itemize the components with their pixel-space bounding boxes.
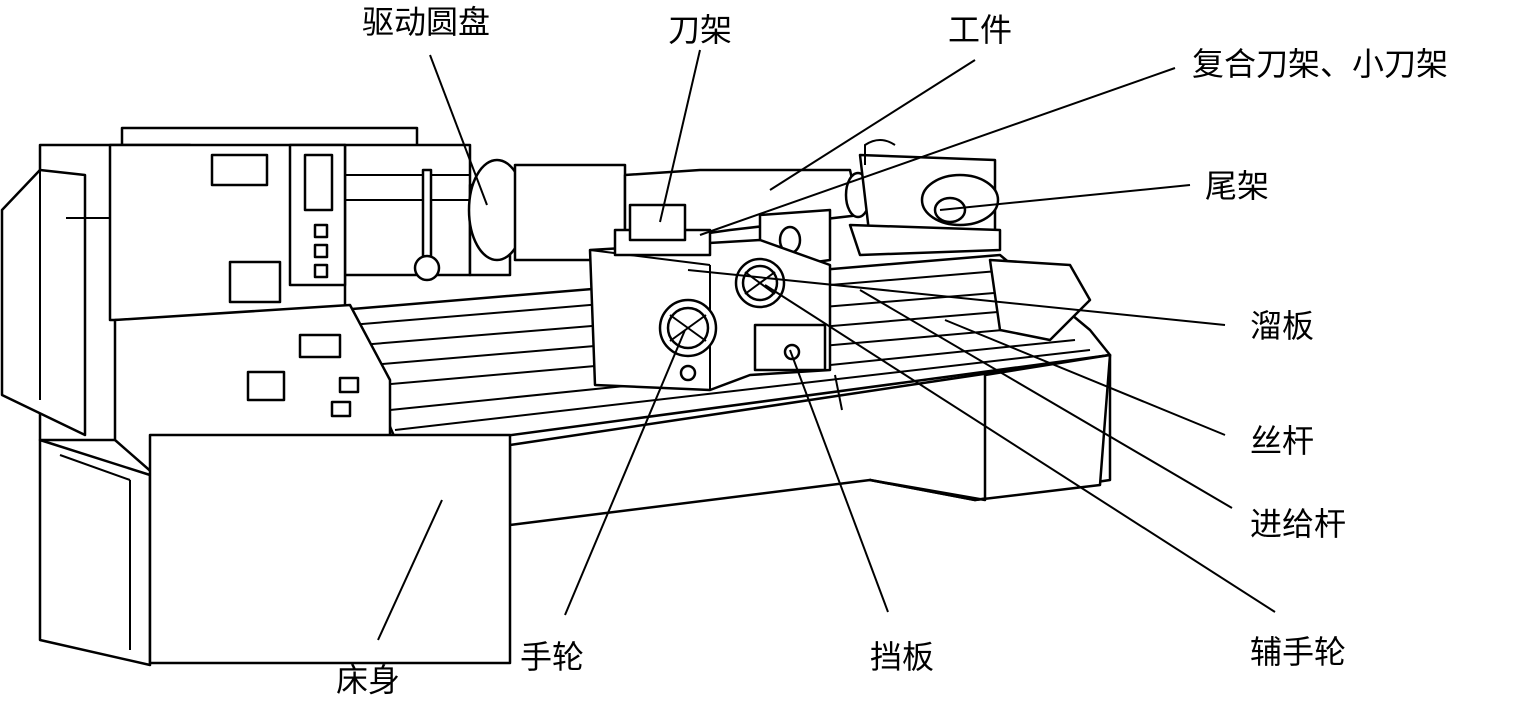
label-carriage: 溜板 bbox=[1250, 307, 1315, 345]
label-lead-screw: 丝杆 bbox=[1250, 422, 1315, 460]
label-tailstock: 尾架 bbox=[1205, 167, 1270, 205]
bed-base bbox=[508, 353, 1112, 527]
label-handwheel: 手轮 bbox=[520, 638, 585, 676]
label-aux-handwheel: 辅手轮 bbox=[1250, 633, 1347, 671]
label-tool-rest: 刀架 bbox=[668, 11, 733, 49]
label-workpiece: 工件 bbox=[948, 11, 1013, 49]
label-apron: 挡板 bbox=[870, 638, 935, 676]
label-drive-disc: 驱动圆盘 bbox=[362, 3, 491, 41]
headstock bbox=[0, 126, 512, 667]
label-feed-rod: 进给杆 bbox=[1250, 505, 1347, 543]
chuck-and-workpiece bbox=[467, 158, 872, 277]
tailstock bbox=[848, 139, 1092, 342]
label-bed: 床身 bbox=[336, 661, 401, 699]
label-compound-rest: 复合刀架、小刀架 bbox=[1192, 45, 1449, 83]
leader-lines bbox=[377, 49, 1276, 641]
